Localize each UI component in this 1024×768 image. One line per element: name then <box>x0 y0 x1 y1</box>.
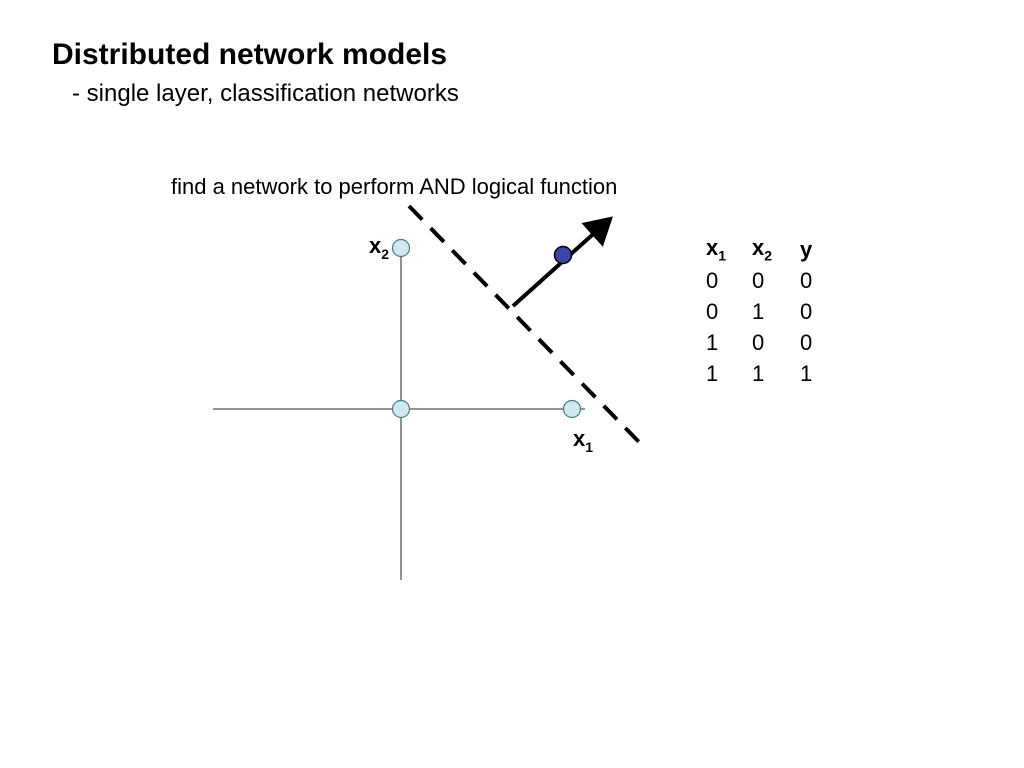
header-y: y <box>800 236 813 262</box>
table-row: 0 0 0 <box>706 265 830 296</box>
cell-x2: 0 <box>752 267 765 293</box>
decision-boundary-line <box>407 204 642 445</box>
cell-x1: 1 <box>706 329 719 355</box>
cell-x1: 0 <box>706 298 719 324</box>
cell-y: 0 <box>800 298 813 324</box>
input-point-origin <box>391 399 411 419</box>
slide-subtitle: - single layer, classification networks <box>72 80 459 107</box>
input-point-x1-unit <box>562 399 582 419</box>
cell-y: 1 <box>800 360 813 386</box>
positive-example-point <box>553 245 573 265</box>
table-row: 1 1 1 <box>706 358 830 389</box>
cell-x1: 1 <box>706 360 719 386</box>
cell-y: 0 <box>800 329 813 355</box>
header-x2: x2 <box>752 235 773 264</box>
table-row: 1 0 0 <box>706 327 830 358</box>
diagram-caption: find a network to perform AND logical fu… <box>171 174 618 199</box>
cell-y: 0 <box>800 267 813 293</box>
cell-x2: 1 <box>752 298 765 324</box>
cell-x2: 0 <box>752 329 765 355</box>
slide-title: Distributed network models <box>52 38 448 71</box>
input-point-x2-unit <box>391 238 411 258</box>
header-x1: x1 <box>706 235 727 264</box>
cell-x2: 1 <box>752 360 765 386</box>
cell-x1: 0 <box>706 267 719 293</box>
truth-table: x1 x2 y 0 0 0 0 1 0 1 0 0 1 1 1 <box>706 234 830 389</box>
x2-axis-label: x2 <box>369 233 389 262</box>
truth-table-header: x1 x2 y <box>706 234 830 265</box>
x1-axis-label: x1 <box>573 426 593 455</box>
table-row: 0 1 0 <box>706 296 830 327</box>
